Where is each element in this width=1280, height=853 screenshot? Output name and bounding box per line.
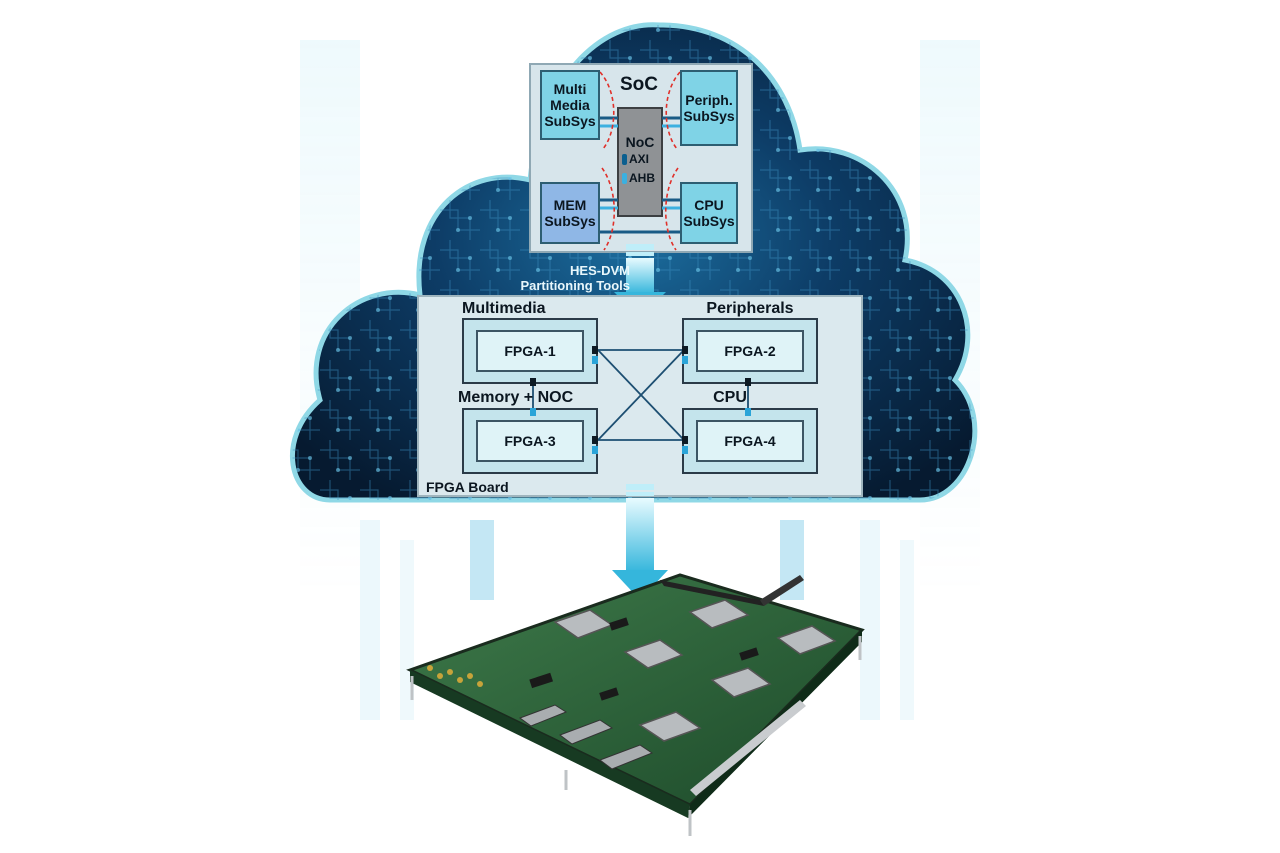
port-icon — [592, 356, 598, 364]
cpu-subsystem: CPU SubSys — [680, 182, 738, 244]
legend-ahb-label: AHB — [629, 171, 655, 185]
fpga-4-label: FPGA-4 — [696, 420, 804, 462]
tools-label-line1: HES-DVM — [570, 263, 630, 278]
port-icon — [682, 446, 688, 454]
board-title: FPGA Board — [426, 479, 509, 495]
memory-subsystem-label: MEM SubSys — [544, 196, 596, 229]
peripheral-subsystem-label: Periph. SubSys — [683, 91, 735, 124]
down-arrow-icon — [612, 484, 668, 600]
group-label-cpu: CPU — [713, 389, 747, 406]
port-icon — [592, 436, 598, 444]
fpga-3-label: FPGA-3 — [476, 420, 584, 462]
fpga-2-block: FPGA-2 — [682, 318, 818, 384]
fpga-board-photo — [406, 573, 865, 836]
legend-axi-label: AXI — [629, 152, 650, 166]
port-icon — [682, 346, 688, 354]
peripheral-subsystem: Periph. SubSys — [680, 70, 738, 146]
port-icon — [592, 446, 598, 454]
multimedia-subsystem-label: Multi Media SubSys — [544, 80, 596, 130]
port-icon — [745, 378, 751, 386]
tools-label: HES-DVM Partitioning Tools — [500, 263, 630, 294]
fpga-1-label: FPGA-1 — [476, 330, 584, 372]
port-icon — [530, 408, 536, 416]
fpga-1-block: FPGA-1 — [462, 318, 598, 384]
group-label-multimedia: Multimedia — [462, 300, 546, 317]
port-icon — [682, 436, 688, 444]
port-icon — [745, 408, 751, 416]
cpu-subsystem-label: CPU SubSys — [683, 196, 735, 229]
port-icon — [592, 346, 598, 354]
memory-subsystem: MEM SubSys — [540, 182, 600, 244]
group-label-memory-noc: Memory + NOC — [458, 389, 574, 406]
port-icon — [530, 378, 536, 386]
port-icon — [682, 356, 688, 364]
fpga-3-block: FPGA-3 — [462, 408, 598, 474]
fpga-2-label: FPGA-2 — [696, 330, 804, 372]
group-label-peripherals: Peripherals — [706, 300, 794, 317]
noc-label: NoC — [625, 134, 655, 150]
tools-label-line2: Partitioning Tools — [520, 277, 630, 293]
soc-title: SoC — [620, 74, 658, 95]
fpga-4-block: FPGA-4 — [682, 408, 818, 474]
multimedia-subsystem: Multi Media SubSys — [540, 70, 600, 140]
